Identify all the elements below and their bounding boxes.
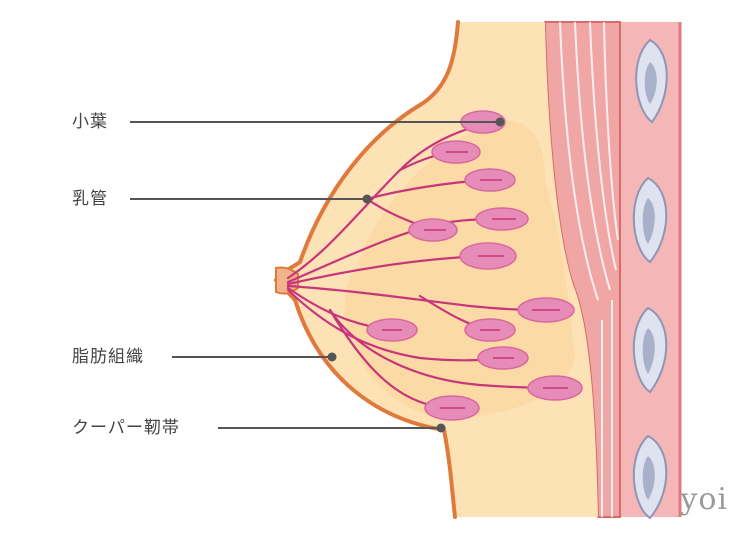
label-cooper-ligament: クーパー靭帯 [72, 418, 180, 438]
brand-watermark: yoi [680, 482, 728, 517]
leader-lines [130, 117, 505, 433]
label-fat-tissue: 脂肪組織 [72, 347, 144, 367]
rib-cross-sections [632, 38, 668, 520]
label-lobule: 小葉 [72, 112, 108, 132]
breast-body [273, 20, 598, 519]
label-duct: 乳管 [72, 189, 108, 209]
